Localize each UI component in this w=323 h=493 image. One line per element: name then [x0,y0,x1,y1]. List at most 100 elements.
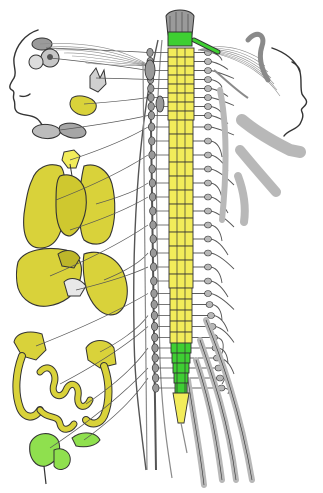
dorsal-root-ganglion [206,302,213,308]
lumbar-segment [170,321,192,332]
chain-ganglion [151,300,157,308]
chain-ganglion [151,311,157,319]
cervical-segment [168,102,194,111]
chain-ganglion [148,84,154,92]
thoracic-segment [169,246,193,260]
chain-ganglion [152,344,158,352]
sympathetic-trunk-line [143,62,147,470]
intestines [14,332,116,429]
thoracic-segment [169,148,193,162]
visceral-nerve-fiber [50,368,148,448]
dorsal-root-ganglion [205,278,212,284]
spinal-nerve [211,294,234,310]
spinal-nerve [211,253,234,269]
dorsal-root-ganglion [205,180,212,186]
chain-ganglion [149,179,155,187]
cervical-segment [168,111,194,120]
cervical-segment [168,93,194,102]
chain-ganglion [148,102,154,110]
thoracic-segment [169,204,193,218]
dorsal-root-ganglion [205,222,212,228]
cervical-segment [168,57,194,66]
visceral-nerve-fiber [46,48,148,53]
sacral-segment [173,363,189,373]
dorsal-root-ganglion [205,68,212,74]
eye-ganglion-cluster [29,38,59,69]
cervical-ganglion [156,96,164,112]
dorsal-root-ganglion [205,86,212,92]
dorsal-root-ganglion [208,313,215,319]
sacral-segment [171,343,191,353]
spinal-nerve [211,239,228,255]
chain-ganglion [150,263,156,271]
dorsal-root-ganglion [217,375,224,381]
chain-ganglion [151,289,157,297]
cervical-segment [168,84,194,93]
chain-ganglion [148,111,154,119]
thoracic-segment [169,134,193,148]
chain-ganglion [149,165,155,173]
spinal-nerve [211,141,222,157]
lumbosacral-plexus-bundle [206,320,252,480]
lumbar-segment [170,332,192,343]
chain-ganglion [147,48,153,56]
thoracic-segment [169,162,193,176]
thoracic-segment [169,218,193,232]
cervical-segment [168,48,194,57]
chain-ganglion [152,364,158,372]
dorsal-root-ganglion [205,208,212,214]
dorsal-root-ganglion [205,250,212,256]
thoracic-segment [169,232,193,246]
chain-ganglion [152,354,158,362]
spinal-nerve [213,305,223,321]
superior-cervical-ganglion [145,60,155,80]
lumbar-segment [170,288,192,299]
chain-ganglion [149,193,155,201]
thoracic-segment [169,190,193,204]
chain-ganglion [150,207,156,215]
chain-ganglion [150,221,156,229]
thoracic-segment [169,274,193,288]
brachial-trunk [220,90,226,220]
thoracic-segment [169,260,193,274]
chain-ganglion [149,151,155,159]
lumbar-segment [170,310,192,321]
dorsal-root-ganglion [205,77,212,83]
dorsal-root-ganglion [205,138,212,144]
lumbar-segment [170,299,192,310]
thoracic-segment [169,176,193,190]
sacral-segment [172,353,190,363]
liver-stomach [17,249,128,315]
dorsal-root-ganglion [205,194,212,200]
spinal-nerve [211,80,222,88]
spinal-nerve [211,183,222,199]
spinal-nerve [211,62,228,70]
spinal-nerve [211,225,222,241]
dorsal-root-ganglion [205,113,212,119]
chain-ganglion [152,374,158,382]
dorsal-root-ganglion [205,124,212,130]
chain-ganglion [151,322,157,330]
dorsal-root-ganglion [205,166,212,172]
dorsal-root-ganglion [205,59,212,65]
dorsal-root-ganglion [205,264,212,270]
chain-ganglion [149,137,155,145]
chain-ganglion [151,277,157,285]
sacral-segment [174,373,188,383]
cervical-segment [168,66,194,75]
chain-ganglion [148,123,154,131]
thoracic-segment [169,120,193,134]
chain-ganglion [153,384,159,392]
chain-ganglion [150,249,156,257]
dorsal-root-ganglion [205,236,212,242]
dorsal-root-ganglion [205,95,212,101]
cervical-segment [168,75,194,84]
spinal-nerve [216,327,235,343]
chain-ganglion [148,93,154,101]
dorsal-root-ganglion [205,152,212,158]
filum-terminale [181,423,187,453]
bladder-genitalia [30,433,100,484]
dorsal-root-ganglion [205,104,212,110]
